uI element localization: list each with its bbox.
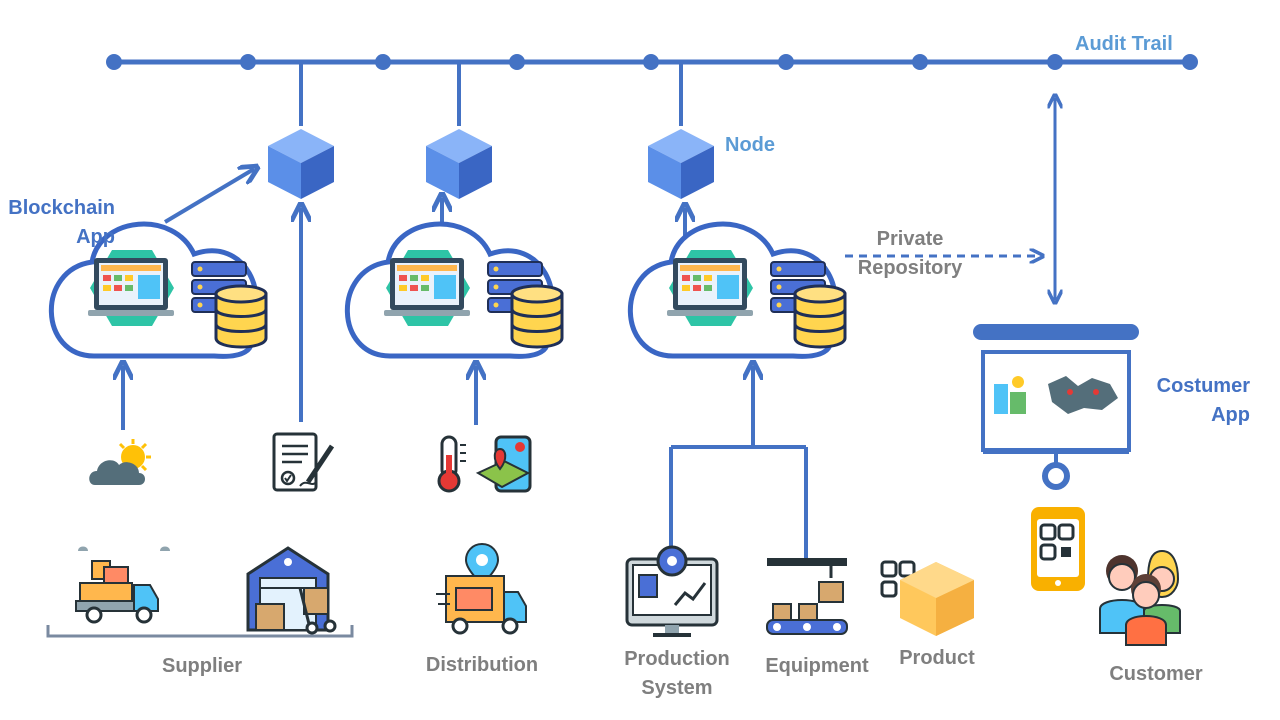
people-group-icon [1099, 549, 1181, 646]
node-label: Node [725, 134, 775, 156]
supplier-label: Supplier [161, 655, 242, 677]
blockchain-app-cloud-icon [347, 224, 562, 356]
qr-code-box-icon [880, 560, 974, 636]
chain-node [240, 54, 256, 70]
chain-node [106, 54, 122, 70]
equipment-label: Equipment [765, 655, 869, 677]
conveyor-crane-icon [766, 558, 848, 635]
sun-cloud-icon [89, 439, 151, 485]
costumer-app-board [973, 324, 1139, 490]
thermometer-gps-icon [437, 435, 532, 493]
production-monitor-icon [625, 545, 719, 637]
supplier-bracket [46, 625, 354, 638]
qr-phone-icon [1031, 507, 1085, 591]
node-cube-icon [268, 129, 334, 199]
chain-node [1047, 54, 1063, 70]
costumer-app-label: Costumer App [1156, 375, 1250, 426]
product-label: Product [899, 647, 975, 669]
supplier-truck-icon [75, 546, 170, 624]
blockchain-app-label: Blockchain App [8, 197, 115, 248]
customer-label: Customer [1109, 663, 1203, 685]
audit-trail-chain [106, 54, 1198, 70]
production-system-label: Production System [624, 648, 730, 699]
signed-document-icon [272, 432, 335, 492]
blockchain-app-cloud-icon [630, 224, 845, 356]
chain-node [643, 54, 659, 70]
chain-node [912, 54, 928, 70]
node-cube-icon [648, 129, 714, 199]
chain-node [778, 54, 794, 70]
audit-trail-label: Audit Trail [1075, 33, 1173, 55]
chain-node [1182, 54, 1198, 70]
warehouse-icon [246, 546, 337, 635]
app-to-node-arrow [163, 169, 254, 224]
private-repository-label: Private Repository [857, 228, 963, 279]
production-equipment-connector [669, 366, 808, 558]
distribution-truck-icon [436, 542, 527, 635]
distribution-label: Distribution [425, 654, 539, 676]
chain-node [375, 54, 391, 70]
node-cube-icon [426, 129, 492, 199]
chain-node [509, 54, 525, 70]
